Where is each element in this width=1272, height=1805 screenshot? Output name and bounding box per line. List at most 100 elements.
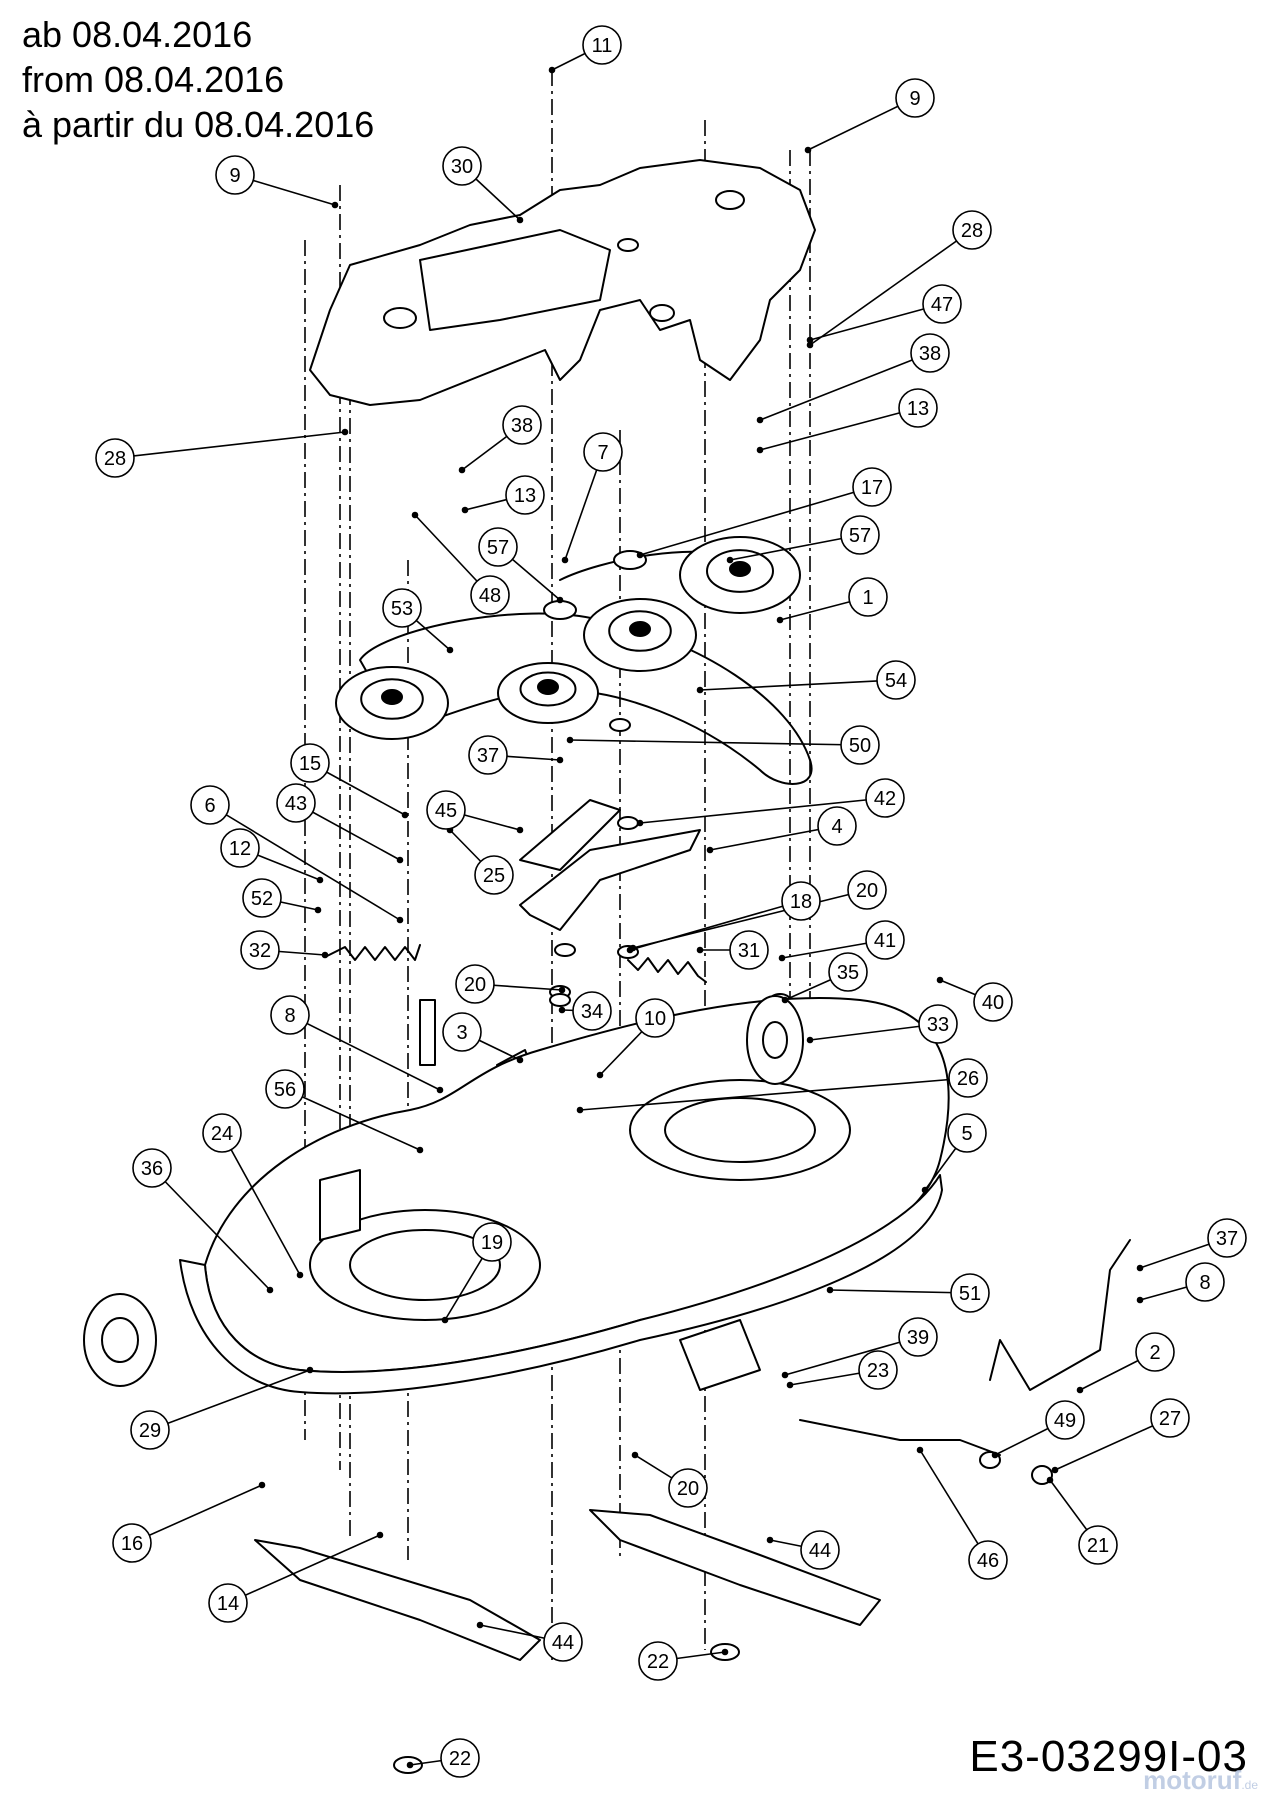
callout-number-24: 24 bbox=[211, 1123, 233, 1145]
callout-bubble-52 bbox=[242, 878, 282, 918]
leader-tip bbox=[558, 986, 566, 994]
callout-bubble-13 bbox=[898, 388, 938, 428]
leader-tip bbox=[258, 1481, 266, 1489]
callout-number-52: 52 bbox=[251, 888, 273, 910]
leader-tip bbox=[781, 996, 789, 1004]
callout-bubble-51 bbox=[950, 1273, 990, 1313]
leader-tip bbox=[416, 1146, 424, 1154]
callout-number-22: 22 bbox=[647, 1651, 669, 1673]
callout-number-7: 7 bbox=[597, 442, 608, 464]
leader-tip bbox=[1136, 1264, 1144, 1272]
leader-tip bbox=[626, 946, 634, 954]
callout-bubble-40 bbox=[973, 982, 1013, 1022]
callout-number-44: 44 bbox=[552, 1632, 574, 1654]
callout-leader-27 bbox=[1054, 1417, 1171, 1471]
callout-bubble-25 bbox=[474, 855, 514, 895]
callout-bubble-31 bbox=[729, 930, 769, 970]
callout-bubble-16 bbox=[112, 1523, 152, 1563]
part-shapes bbox=[83, 159, 1131, 1774]
callout-number-8: 8 bbox=[284, 1005, 295, 1027]
callout-bubble-44 bbox=[543, 1622, 583, 1662]
callout-number-10: 10 bbox=[644, 1008, 666, 1030]
callout-bubble-5 bbox=[947, 1113, 987, 1153]
callout-bubble-38 bbox=[910, 333, 950, 373]
cover-spindle-boss bbox=[383, 307, 417, 329]
leader-tip bbox=[516, 1056, 524, 1064]
leader-tip bbox=[766, 1536, 774, 1544]
leader-tip bbox=[636, 819, 644, 827]
callout-number-20: 20 bbox=[464, 974, 486, 996]
callout-bubble-56 bbox=[265, 1069, 305, 1109]
callout-leader-36 bbox=[151, 1167, 271, 1291]
leader-tip bbox=[756, 416, 764, 424]
leader-tip bbox=[721, 1648, 729, 1656]
callout-bubble-43 bbox=[276, 783, 316, 823]
callout-number-48: 48 bbox=[479, 585, 501, 607]
leader-tip bbox=[596, 1071, 604, 1079]
callout-number-53: 53 bbox=[391, 598, 413, 620]
date-line-de: ab 08.04.2016 bbox=[22, 14, 253, 55]
callout-number-22: 22 bbox=[449, 1748, 471, 1770]
callout-number-33: 33 bbox=[927, 1014, 949, 1036]
callout-bubble-41 bbox=[865, 920, 905, 960]
callout-leader-47 bbox=[809, 303, 943, 341]
leader-tip bbox=[411, 511, 419, 519]
leader-tip bbox=[806, 336, 814, 344]
gauge-wheel-left-hub bbox=[101, 1317, 139, 1363]
callout-bubble-22 bbox=[440, 1738, 480, 1778]
callout-number-29: 29 bbox=[139, 1420, 161, 1442]
cover-spindle-boss bbox=[649, 304, 675, 322]
callout-number-15: 15 bbox=[299, 753, 321, 775]
callout-number-35: 35 bbox=[837, 962, 859, 984]
callout-number-37: 37 bbox=[477, 745, 499, 767]
callout-bubble-57 bbox=[478, 527, 518, 567]
callout-bubble-11 bbox=[582, 25, 622, 65]
leader-tip bbox=[806, 1036, 814, 1044]
watermark-logo: motoruf.de bbox=[1143, 1765, 1258, 1795]
date-header: ab 08.04.2016 from 08.04.2016 à partir d… bbox=[22, 12, 374, 147]
callout-leader-39 bbox=[784, 1336, 919, 1376]
leader-tip bbox=[266, 1286, 274, 1294]
callout-number-27: 27 bbox=[1159, 1408, 1181, 1430]
callout-number-4: 4 bbox=[831, 816, 842, 838]
callout-bubble-39 bbox=[898, 1317, 938, 1357]
pulley-nut bbox=[629, 621, 651, 637]
callout-number-12: 12 bbox=[229, 838, 251, 860]
callout-bubble-49 bbox=[1045, 1400, 1085, 1440]
callout-bubble-44 bbox=[800, 1530, 840, 1570]
callout-number-32: 32 bbox=[249, 940, 271, 962]
callout-leader-16 bbox=[131, 1484, 263, 1544]
leader-tip bbox=[756, 446, 764, 454]
callout-number-39: 39 bbox=[907, 1327, 929, 1349]
callout-bubble-46 bbox=[968, 1540, 1008, 1580]
callout-number-40: 40 bbox=[982, 992, 1004, 1014]
callout-bubble-27 bbox=[1150, 1398, 1190, 1438]
deck-bracket-56 bbox=[319, 1169, 361, 1241]
callout-number-38: 38 bbox=[919, 343, 941, 365]
leader-tip bbox=[314, 906, 322, 914]
callout-bubble-53 bbox=[382, 588, 422, 628]
leader-tip bbox=[778, 954, 786, 962]
callout-number-1: 1 bbox=[862, 587, 873, 609]
callout-number-30: 30 bbox=[451, 156, 473, 178]
leader-tip bbox=[936, 976, 944, 984]
callout-bubble-2 bbox=[1135, 1332, 1175, 1372]
callout-number-43: 43 bbox=[285, 793, 307, 815]
leader-tip bbox=[786, 1381, 794, 1389]
callout-bubble-33 bbox=[918, 1004, 958, 1044]
deck-spindle-left-inner bbox=[349, 1229, 501, 1301]
belt-cover-ridge bbox=[419, 229, 611, 331]
callout-leader-54 bbox=[699, 679, 897, 691]
leader-tip bbox=[804, 146, 812, 154]
callout-bubble-1 bbox=[848, 577, 888, 617]
leader-tip bbox=[991, 1451, 999, 1459]
link-rod-2 bbox=[989, 1239, 1131, 1391]
callout-bubble-9 bbox=[215, 155, 255, 195]
callout-number-18: 18 bbox=[790, 891, 812, 913]
callout-bubble-48 bbox=[470, 575, 510, 615]
callout-leader-46 bbox=[919, 1449, 989, 1561]
spring-31 bbox=[627, 957, 707, 983]
callout-bubble-28 bbox=[95, 438, 135, 478]
callout-bubble-54 bbox=[876, 660, 916, 700]
